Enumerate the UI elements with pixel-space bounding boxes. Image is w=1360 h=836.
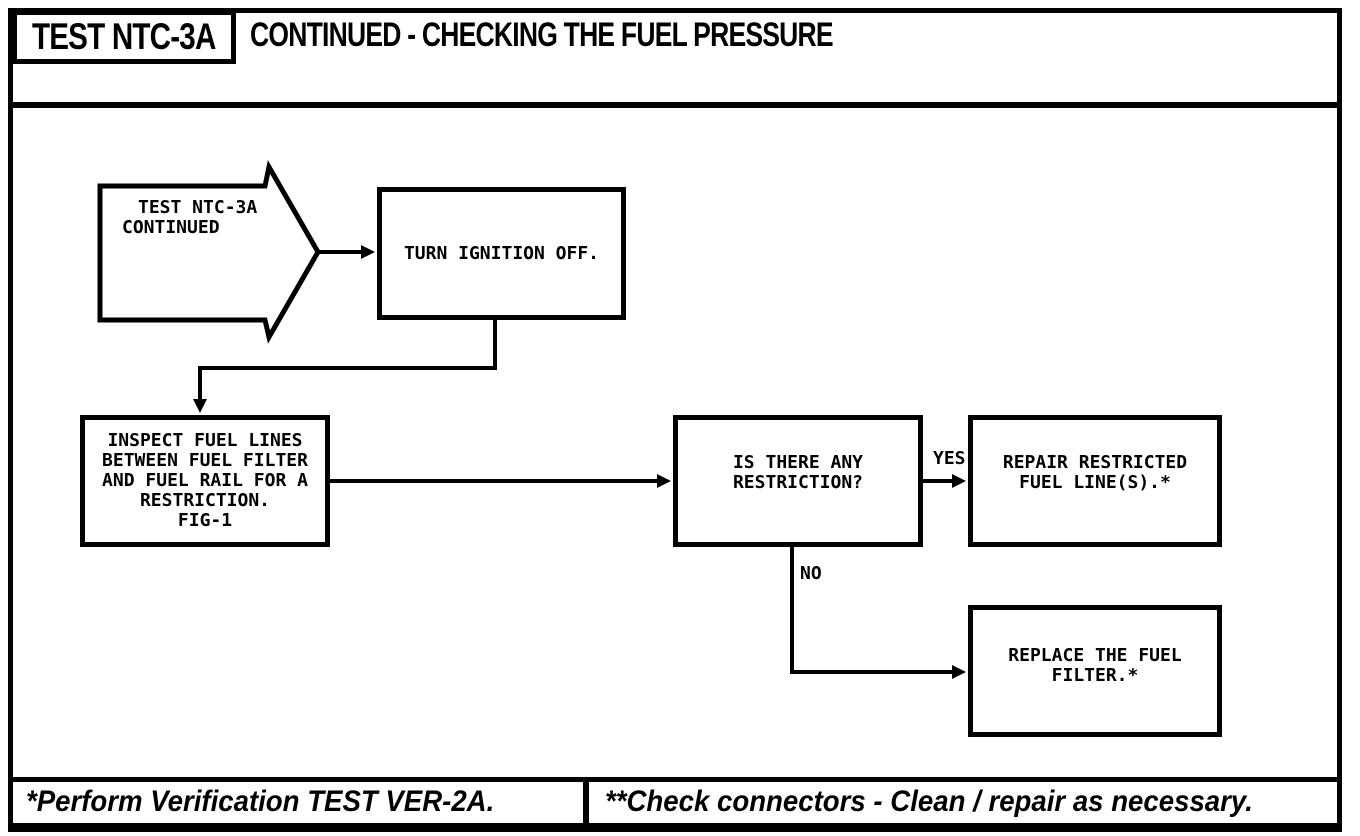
node-repair-fuel-lines: REPAIR RESTRICTED FUEL LINE(S).*: [968, 415, 1222, 547]
page-frame: [8, 8, 1342, 832]
arrowhead-into-inspect: [193, 399, 207, 413]
node-replace-fuel-filter: REPLACE THE FUEL FILTER.*: [968, 605, 1222, 737]
header-separator-line: [8, 102, 1342, 108]
connector-no-branch: [790, 547, 953, 674]
node-turn-ignition-off-text: TURN IGNITION OFF.: [403, 242, 600, 264]
footer-note-verification: *Perform Verification TEST VER-2A.: [26, 785, 495, 818]
arrowhead-into-repair: [952, 474, 966, 488]
inspect-line4: RESTRICTION.: [139, 490, 271, 511]
arrowhead-into-question: [657, 474, 671, 488]
page-title: CONTINUED - CHECKING THE FUEL PRESSURE: [250, 15, 834, 54]
replace-line2: FILTER.*: [1051, 665, 1139, 686]
node-turn-ignition-off: TURN IGNITION OFF.: [377, 187, 626, 320]
repair-line2: FUEL LINE(S).*: [1019, 472, 1171, 493]
question-line1: IS THERE ANY: [732, 452, 864, 473]
inspect-line5: FIG-1: [177, 510, 233, 531]
footer-cell-divider: [583, 777, 589, 823]
node-restriction-question: IS THERE ANY RESTRICTION?: [673, 415, 923, 547]
yes-branch-label: YES: [933, 448, 966, 469]
test-id-label: TEST NTC-3A: [32, 16, 216, 57]
entry-flag-shape: [97, 160, 321, 344]
footer-separator-line: [8, 777, 1342, 782]
test-id-box: TEST NTC-3A: [12, 10, 236, 64]
arrowhead-into-turn: [361, 245, 375, 259]
no-branch-label: NO: [800, 563, 822, 584]
inspect-line2: BETWEEN FUEL FILTER: [102, 450, 308, 471]
question-line2: RESTRICTION?: [732, 472, 864, 493]
inspect-line1: INSPECT FUEL LINES: [107, 430, 303, 451]
replace-line1: REPLACE THE FUEL: [1008, 645, 1182, 666]
arrowhead-into-replace: [952, 665, 966, 679]
entry-flag-line2: CONTINUED: [122, 217, 220, 238]
node-inspect-fuel-lines: INSPECT FUEL LINES BETWEEN FUEL FILTER A…: [80, 415, 330, 547]
entry-flag-text: TEST NTC-3A CONTINUED: [122, 198, 257, 238]
entry-flag-line1: TEST NTC-3A: [138, 197, 258, 218]
inspect-line3: AND FUEL RAIL FOR A: [102, 470, 308, 491]
connector-turn-to-inspect: [198, 320, 497, 402]
repair-line1: REPAIR RESTRICTED: [1002, 452, 1188, 473]
footer-note-connectors: **Check connectors - Clean / repair as n…: [605, 785, 1253, 818]
